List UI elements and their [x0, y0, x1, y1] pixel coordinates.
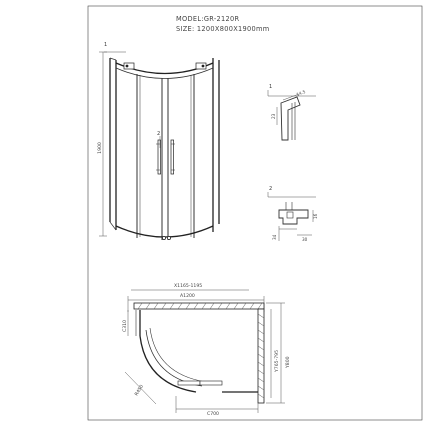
curved-door-outer: [139, 335, 197, 393]
plan-view: X1165-1195 A1200 C310 R450 Y765-795 Y800: [122, 283, 291, 417]
radius-dim-line: [124, 371, 157, 405]
right-sliding-door: [167, 74, 195, 240]
detail-2-profile: [278, 209, 309, 225]
depth-nominal-label: Y800: [285, 356, 291, 369]
detail-1-view: 1 14.5 23: [267, 84, 316, 141]
left-sliding-door: [136, 74, 163, 240]
depth-range-label: Y765-795: [274, 350, 280, 373]
title-block: MODEL:GR-2120R SIZE: 1200X800X1900mm: [176, 15, 269, 33]
detail-2-view: 2 16 34 30: [267, 186, 318, 242]
curve-radius-label: R450: [134, 384, 145, 397]
width-range-label: X1165-1195: [174, 283, 202, 289]
detail-1-tag: 1: [269, 84, 272, 90]
door-opening-label: C700: [207, 411, 219, 417]
callout-1: 1: [104, 42, 107, 48]
detail-2-dim-b: 34: [272, 234, 277, 240]
top-right-rail-bracket: [195, 62, 207, 70]
front-elevation-view: 1900 1 2: [97, 42, 220, 240]
curved-door-inner: [145, 329, 203, 387]
right-fixed-panel: [212, 58, 220, 232]
height-dimension-label: 1900: [97, 142, 103, 154]
model-label: MODEL:GR-2120R: [176, 15, 240, 23]
detail-1-dim-a: 14.5: [296, 89, 307, 97]
detail-1-dim-b: 23: [271, 113, 276, 119]
left-fixed-panel: [109, 58, 117, 230]
size-label: SIZE: 1200X800X1900mm: [176, 25, 269, 33]
detail-2-tag: 2: [269, 186, 272, 192]
width-nominal-label: A1200: [180, 293, 195, 299]
back-wall: [133, 302, 265, 310]
detail-2-dim-c: 30: [302, 237, 308, 242]
callout-2: 2: [157, 131, 160, 137]
top-left-rail-bracket: [123, 62, 135, 70]
side-return-label: C310: [122, 320, 128, 332]
left-door-handle: [157, 139, 161, 175]
detail-2-dim-a: 16: [313, 213, 318, 219]
bottom-curved-rail: [115, 225, 214, 238]
detail-1-profile: [280, 96, 301, 141]
right-door-handle: [170, 139, 174, 175]
page-border: [87, 5, 423, 421]
